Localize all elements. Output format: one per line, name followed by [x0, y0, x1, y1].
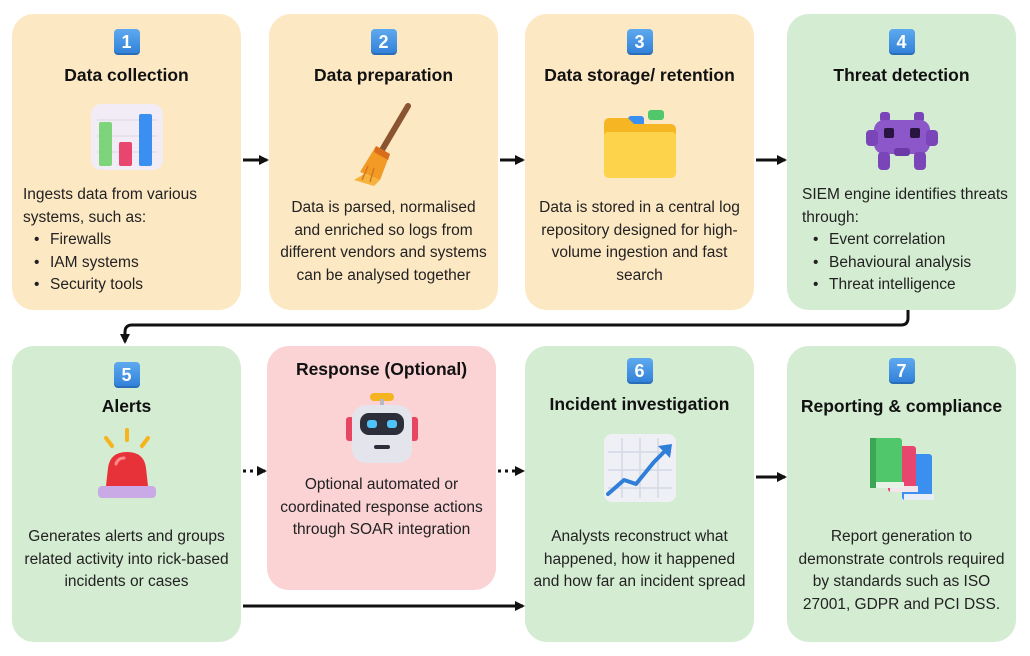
step-description: Optional automated or coordinated respon… — [280, 476, 483, 538]
step-description: Generates alerts and groups related acti… — [24, 528, 229, 590]
siren-icon — [92, 428, 162, 504]
step-card-7: 7 Reporting & compliance Report generati… — [787, 346, 1016, 642]
step-description: Analysts reconstruct what happened, how … — [533, 528, 746, 590]
bullet-list: Firewalls IAM systems Security tools — [23, 229, 235, 297]
folder-icon — [600, 102, 680, 182]
arrow-4-to-5 — [120, 310, 910, 344]
broom-icon — [346, 100, 422, 190]
bullet-list: Event correlation Behavioural analysis T… — [802, 229, 1010, 297]
step-number-badge: 5 — [113, 362, 140, 388]
robot-icon — [344, 391, 420, 467]
list-item: Behavioural analysis — [813, 252, 1010, 275]
bar-chart-icon — [89, 98, 165, 174]
list-item: Threat intelligence — [813, 274, 1010, 297]
space-invader-icon — [864, 106, 940, 176]
step-card-1: 1 Data collection Ingests data from vari… — [12, 14, 241, 310]
step-description: SIEM engine identifies threats through: … — [802, 184, 1010, 297]
step-title: Incident investigation — [549, 394, 730, 414]
step-card-2: 2 Data preparation Data is parsed, norma… — [269, 14, 498, 310]
trend-chart-icon — [602, 430, 678, 506]
step-title: Alerts — [101, 396, 152, 416]
step-description: Data is stored in a central log reposito… — [539, 199, 740, 284]
step-number-badge: 2 — [370, 29, 397, 55]
response-card: Response (Optional) Optional automated o… — [267, 346, 496, 590]
list-item: Security tools — [34, 274, 235, 297]
step-title: Data preparation — [313, 65, 454, 85]
books-icon — [862, 432, 942, 506]
step-number-badge: 3 — [626, 29, 653, 55]
step-title: Data collection — [64, 65, 189, 85]
step-intro: SIEM engine identifies threats through: — [802, 186, 1008, 226]
step-number-badge: 7 — [888, 358, 915, 384]
step-intro: Ingests data from various systems, such … — [23, 186, 198, 226]
step-card-4: 4 Threat detection SIEM engine identifie… — [787, 14, 1016, 310]
step-number-badge: 4 — [888, 29, 915, 55]
step-card-6: 6 Incident investigation Analysts recons… — [525, 346, 754, 642]
step-title: Data storage/ retention — [544, 65, 735, 85]
step-title: Response (Optional) — [295, 359, 468, 379]
step-number-badge: 6 — [626, 358, 653, 384]
step-card-3: 3 Data storage/ retention Data is stored… — [525, 14, 754, 310]
step-description: Data is parsed, normalised and enriched … — [280, 199, 487, 284]
step-number-badge: 1 — [113, 29, 140, 55]
step-description: Ingests data from various systems, such … — [23, 184, 235, 297]
step-card-5: 5 Alerts Generates alerts and groups rel… — [12, 346, 241, 642]
list-item: Firewalls — [34, 229, 235, 252]
step-title: Reporting & compliance — [800, 396, 1003, 416]
step-description: Report generation to demonstrate control… — [798, 528, 1005, 613]
step-title: Threat detection — [833, 65, 970, 85]
list-item: Event correlation — [813, 229, 1010, 252]
list-item: IAM systems — [34, 252, 235, 275]
